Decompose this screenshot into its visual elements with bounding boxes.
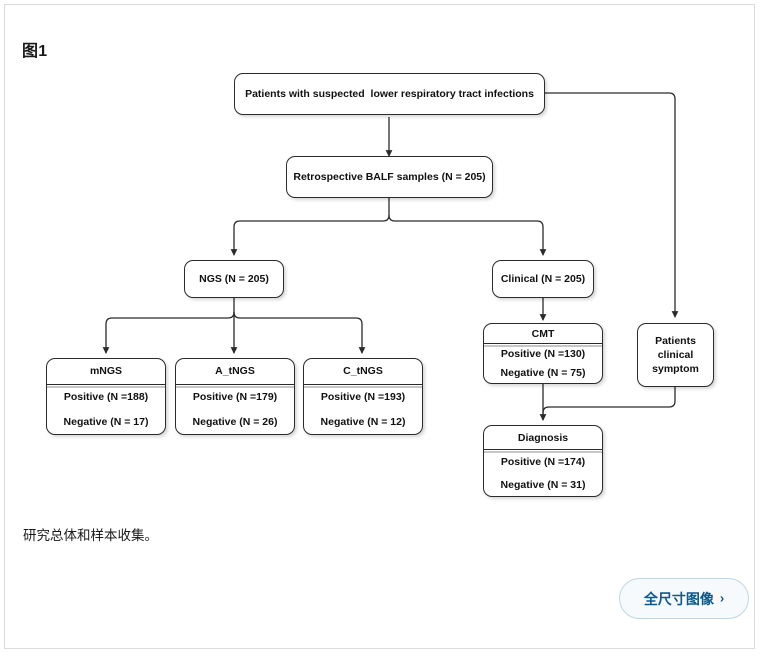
node-mngs-title: mNGS — [47, 359, 165, 385]
node-ngs[interactable]: NGS (N = 205) — [184, 260, 284, 298]
flowchart-diagram: Patients with suspected lower respirator… — [5, 60, 754, 505]
node-mngs[interactable]: mNGS Positive (N =188) Negative (N = 17) — [46, 358, 166, 435]
node-c-tngs[interactable]: C_tNGS Positive (N =193) Negative (N = 1… — [303, 358, 423, 435]
node-cmt-negative: Negative (N = 75) — [500, 367, 586, 380]
node-retrospective-balf-label: Retrospective BALF samples (N = 205) — [293, 170, 486, 183]
node-mngs-negative: Negative (N = 17) — [63, 415, 149, 428]
node-suspected-patients-label: Patients with suspected lower respirator… — [245, 87, 534, 100]
figure-label: 图1 — [22, 43, 48, 60]
node-a-tngs-negative: Negative (N = 26) — [192, 415, 278, 428]
node-patients-clinical-symptom[interactable]: Patients clinical symptom — [637, 323, 714, 387]
node-mngs-positive: Positive (N =188) — [63, 391, 149, 403]
node-retrospective-balf[interactable]: Retrospective BALF samples (N = 205) — [286, 156, 493, 198]
node-a-tngs-title: A_tNGS — [176, 359, 294, 385]
full-size-image-label: 全尺寸图像 — [643, 590, 714, 607]
node-diagnosis-title: Diagnosis — [484, 426, 602, 450]
node-cmt-positive: Positive (N =130) — [500, 347, 586, 360]
node-patients-clinical-symptom-label: Patients clinical symptom — [652, 334, 699, 376]
node-c-tngs-title: C_tNGS — [304, 359, 422, 385]
node-diagnosis-positive: Positive (N =174) — [500, 455, 586, 468]
node-diagnosis[interactable]: Diagnosis Positive (N =174) Negative (N … — [483, 425, 603, 497]
chevron-right-icon: › — [719, 590, 725, 606]
figure-caption: 研究总体和样本收集。 — [23, 528, 158, 543]
full-size-image-button[interactable]: 全尺寸图像 › — [619, 578, 749, 619]
node-cmt-title: CMT — [484, 324, 602, 345]
node-cmt[interactable]: CMT Positive (N =130) Negative (N = 75) — [483, 323, 603, 384]
node-diagnosis-negative: Negative (N = 31) — [500, 478, 586, 491]
figure-card: 图1 — [4, 4, 755, 649]
node-a-tngs-positive: Positive (N =179) — [192, 391, 278, 403]
node-a-tngs[interactable]: A_tNGS Positive (N =179) Negative (N = 2… — [175, 358, 295, 435]
node-clinical-label: Clinical (N = 205) — [500, 272, 586, 285]
flowchart-connectors — [102, 92, 679, 421]
node-c-tngs-negative: Negative (N = 12) — [320, 415, 406, 428]
node-c-tngs-positive: Positive (N =193) — [320, 391, 406, 403]
node-suspected-patients[interactable]: Patients with suspected lower respirator… — [234, 73, 545, 115]
node-clinical[interactable]: Clinical (N = 205) — [492, 260, 594, 298]
node-ngs-label: NGS (N = 205) — [199, 272, 269, 285]
